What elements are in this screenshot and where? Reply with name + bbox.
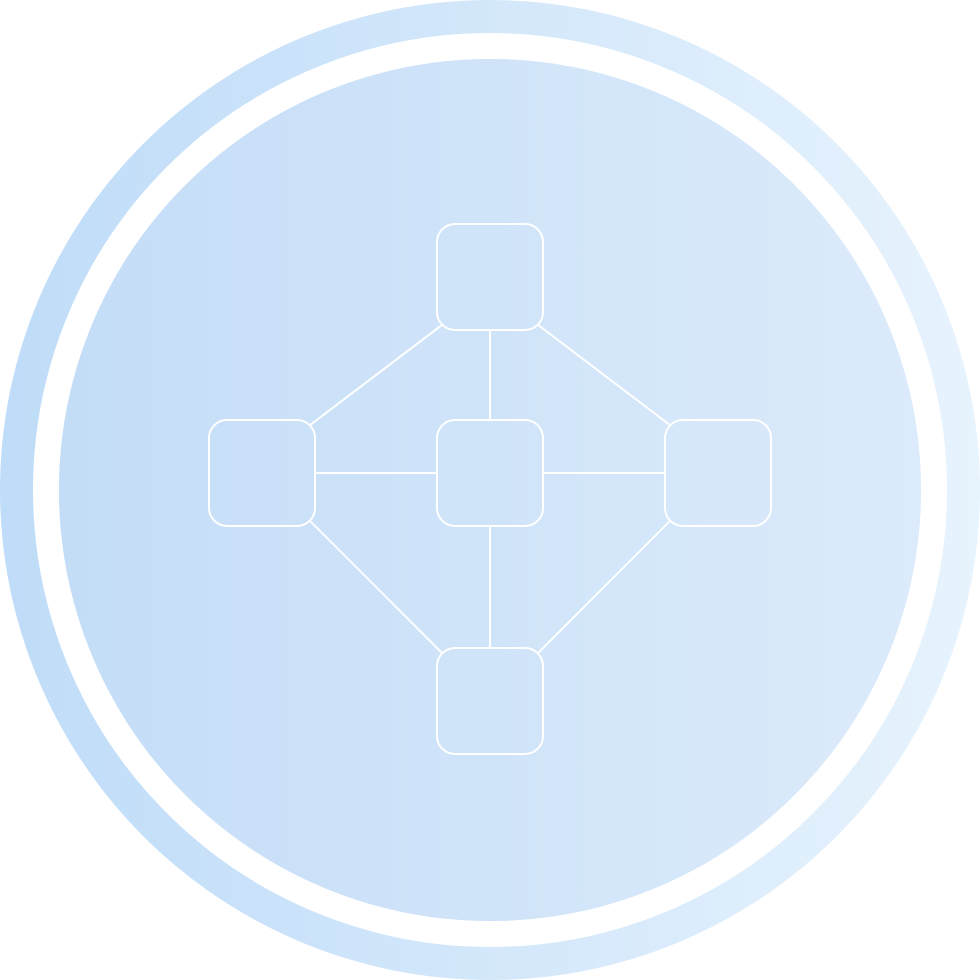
inner-circle (59, 59, 921, 921)
link-right-bottom (537, 520, 671, 654)
link-top-left (309, 323, 443, 427)
network-nodes (208, 223, 772, 755)
link-left-bottom (309, 520, 443, 654)
network-links (309, 323, 671, 654)
white-ring (33, 33, 947, 947)
link-top-right (537, 323, 671, 427)
node-bottom (436, 647, 544, 755)
node-right (664, 419, 772, 527)
node-top (436, 223, 544, 331)
node-left (208, 419, 316, 527)
node-center (436, 419, 544, 527)
